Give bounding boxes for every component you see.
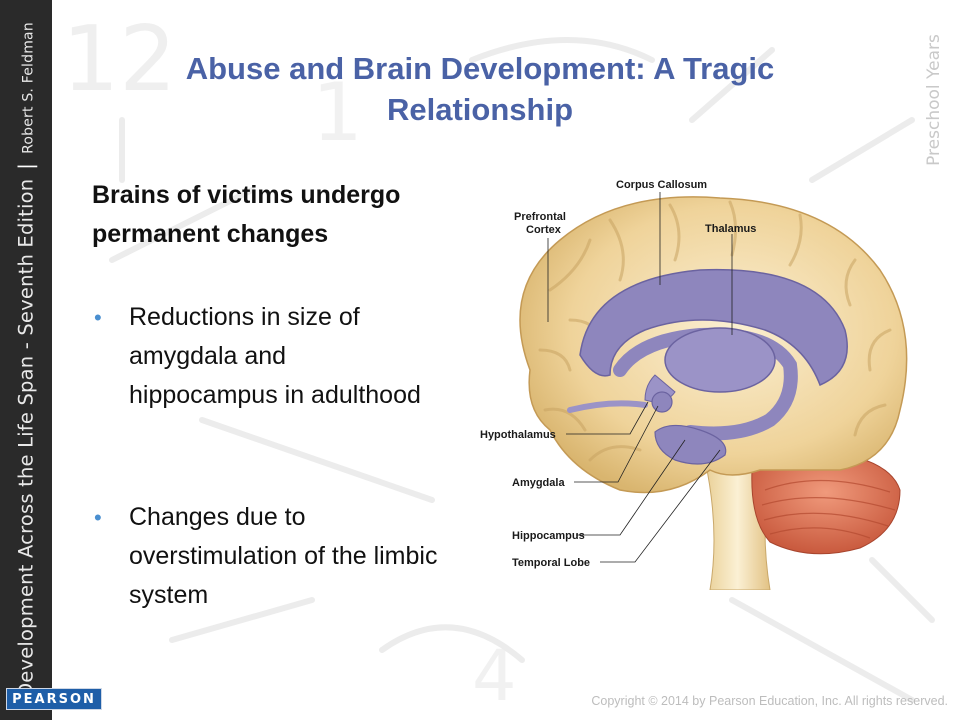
book-title: Development Across the Life Span - Seven… — [14, 178, 38, 698]
bullet-item: • Reductions in size of amygdala and hip… — [92, 298, 432, 415]
label-hypothalamus: Hypothalamus — [480, 429, 556, 441]
slide-title: Abuse and Brain Development: A Tragic Re… — [185, 51, 775, 127]
label-amygdala: Amygdala — [512, 477, 565, 489]
corpus-callosum — [579, 268, 848, 386]
slide-heading: Brains of victims undergo permanent chan… — [92, 181, 401, 248]
cerebellum-folds — [761, 479, 896, 539]
label-leader-lines — [547, 192, 733, 563]
bullet-dot-icon: • — [94, 505, 102, 530]
amygdala — [651, 391, 673, 413]
label-hippocampus: Hippocampus — [512, 530, 585, 542]
pearson-logo: PEARSON — [6, 688, 102, 710]
label-prefrontal-2: Cortex — [526, 224, 562, 236]
chapter-label: Preschool Years — [924, 34, 944, 166]
label-temporal-lobe: Temporal Lobe — [512, 557, 590, 569]
svg-text:1: 1 — [312, 66, 363, 159]
author-name: Robert S. Feldman — [20, 22, 37, 154]
thalamus — [664, 327, 776, 393]
fornix — [613, 327, 798, 441]
sidebar: Development Across the Life Span - Seven… — [0, 0, 52, 720]
bullet-item: • Changes due to overstimulation of the … — [92, 498, 452, 615]
copyright-notice: Copyright © 2014 by Pearson Education, I… — [591, 694, 948, 708]
sidebar-separator: | — [14, 162, 38, 170]
optic-tract — [567, 400, 648, 413]
brain-diagram: Corpus Callosum Prefrontal Cortex Thalam… — [480, 179, 908, 590]
sidebar-book-title: Development Across the Life Span - Seven… — [15, 22, 38, 698]
bullet-text: Reductions in size of amygdala and hippo… — [129, 303, 421, 409]
bullet-dot-icon: • — [94, 305, 102, 330]
svg-text:12: 12 — [62, 7, 177, 112]
label-corpus-callosum: Corpus Callosum — [616, 179, 707, 191]
label-thalamus: Thalamus — [705, 223, 756, 235]
bullet-text: Changes due to overstimulation of the li… — [129, 503, 438, 609]
hippocampus — [654, 424, 727, 465]
background-decoration: 12 1 4 — [62, 7, 935, 717]
label-prefrontal-1: Prefrontal — [514, 211, 566, 223]
